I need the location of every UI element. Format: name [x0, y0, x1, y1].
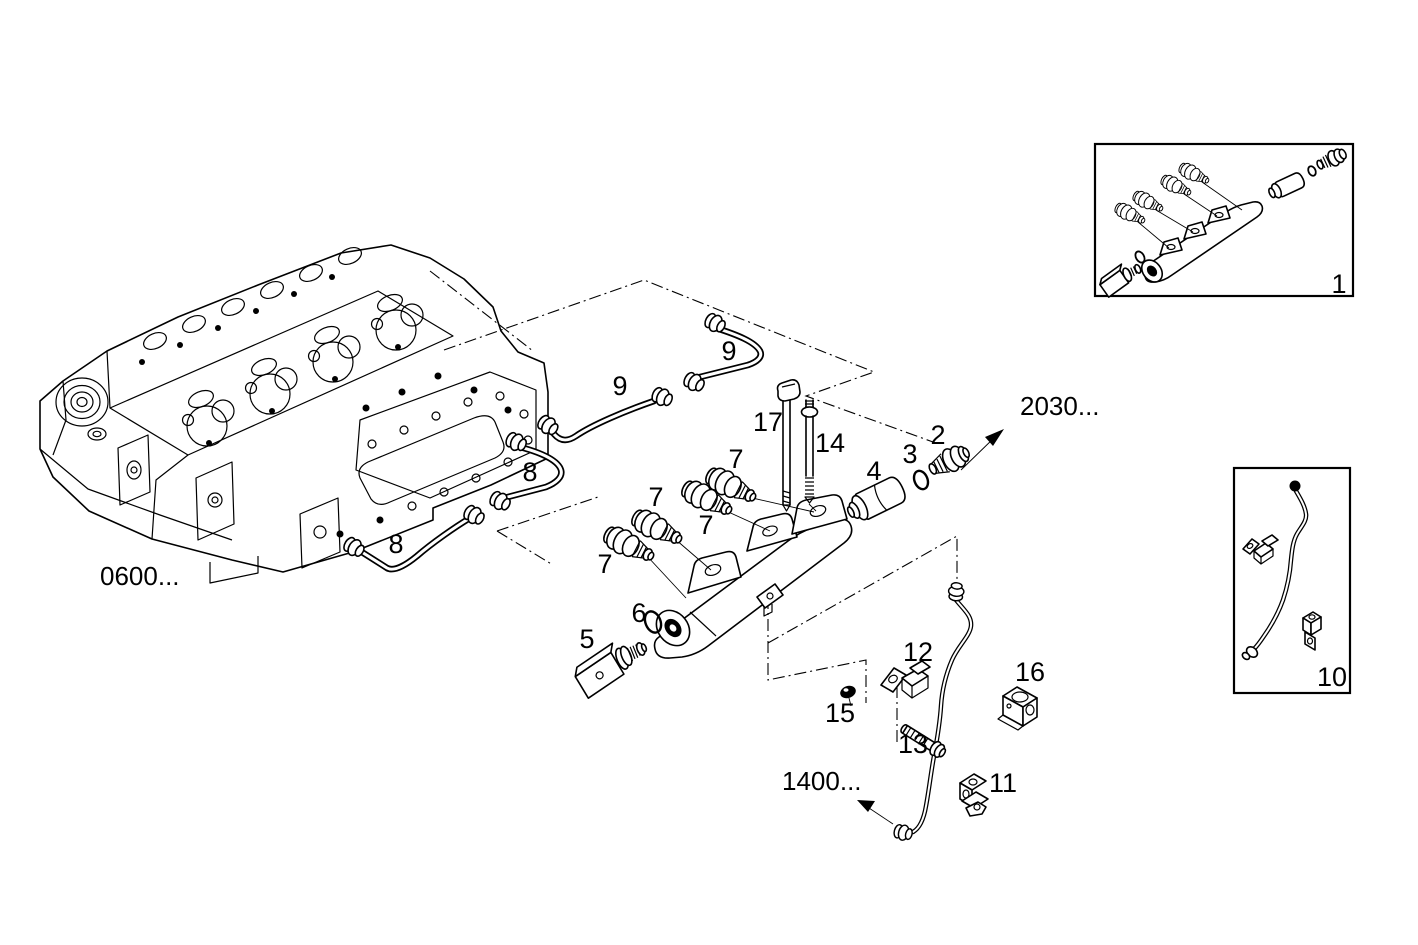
return-pipe — [891, 581, 974, 844]
bolt-17 — [776, 379, 801, 512]
callout-9a[interactable]: 9 — [721, 336, 736, 366]
callout-16[interactable]: 16 — [1015, 657, 1045, 687]
injection-pipe-9a — [680, 310, 764, 396]
valve-bore-clusters — [181, 293, 424, 447]
nut-15 — [840, 685, 856, 707]
ref-label-return-line[interactable]: 1400... — [782, 766, 862, 796]
callout-12[interactable]: 12 — [903, 637, 933, 667]
callout-13[interactable]: 13 — [898, 729, 928, 759]
fuel-rail-drawing — [653, 494, 853, 659]
cover-flange — [336, 371, 537, 538]
union-fitting-2 — [928, 445, 971, 475]
inset-box-1 — [1093, 142, 1355, 298]
ref-label-cylinder-head[interactable]: 0600... — [100, 561, 180, 591]
callout-4[interactable]: 4 — [866, 456, 881, 486]
return-arrow-1400 — [857, 800, 894, 825]
callout-3[interactable]: 3 — [902, 439, 917, 469]
phantom-reference-lines — [429, 270, 958, 744]
bracket-11 — [959, 773, 989, 817]
port-row — [139, 246, 362, 365]
seal-ring-6 — [643, 610, 663, 634]
inset-box-10 — [1232, 466, 1352, 695]
callout-1[interactable]: 1 — [1331, 269, 1346, 299]
injection-pipe-9b — [534, 384, 676, 444]
callout-5[interactable]: 5 — [579, 624, 594, 654]
injection-pipe-8b — [340, 502, 488, 573]
callout-14[interactable]: 14 — [815, 428, 845, 458]
flow-limiter-4 — [846, 476, 906, 521]
seal-ring-3 — [912, 469, 930, 491]
stud-14 — [800, 399, 819, 512]
clamp-12 — [880, 660, 931, 699]
callout-7d[interactable]: 7 — [597, 549, 612, 579]
injection-pipe-8a — [486, 429, 565, 515]
callout-8b[interactable]: 8 — [388, 529, 403, 559]
callout-2[interactable]: 2 — [930, 420, 945, 450]
pressure-sensor-5 — [574, 642, 648, 700]
callout-8a[interactable]: 8 — [522, 457, 537, 487]
callout-labels: 1 2 3 4 5 6 7 7 7 7 8 8 9 9 10 11 12 13 … — [388, 269, 1347, 798]
connector-leaders — [646, 496, 815, 599]
reference-labels: 0600... 2030... 1400... — [100, 391, 1100, 796]
callout-15[interactable]: 15 — [825, 698, 855, 728]
callout-17[interactable]: 17 — [753, 407, 783, 437]
front-face-bosses — [117, 434, 341, 584]
callout-7c[interactable]: 7 — [648, 482, 663, 512]
bracket-16 — [997, 686, 1038, 731]
callout-10[interactable]: 10 — [1317, 662, 1347, 692]
callout-11[interactable]: 11 — [989, 768, 1017, 798]
cylinder-head-drawing — [39, 244, 549, 584]
front-boss — [55, 377, 109, 441]
callout-6[interactable]: 6 — [631, 598, 646, 628]
callout-7b[interactable]: 7 — [698, 510, 713, 540]
bolt-13 — [900, 724, 947, 758]
outlet-arrow-2030 — [960, 429, 1004, 471]
callout-7a[interactable]: 7 — [728, 444, 743, 474]
callout-9b[interactable]: 9 — [612, 371, 627, 401]
ref-label-rail-outlet[interactable]: 2030... — [1020, 391, 1100, 421]
